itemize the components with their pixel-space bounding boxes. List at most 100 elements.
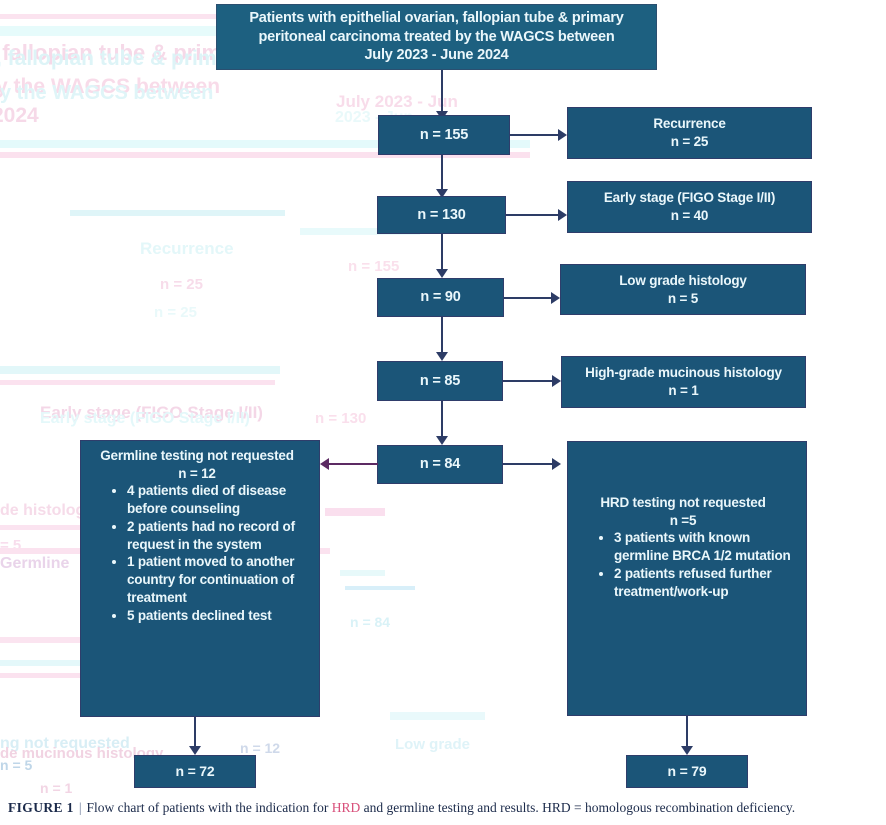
spine-value-85: n = 85 xyxy=(419,372,461,389)
ghost-artifact: Low grade xyxy=(395,736,471,753)
ghost-artifact xyxy=(345,586,415,590)
hrd-count: n =5 xyxy=(669,512,697,528)
arrowhead-down xyxy=(189,746,201,755)
hrd-not-requested-box: HRD testing not requested n =5 3 patient… xyxy=(567,441,807,716)
result-box-germline-tested: n = 72 xyxy=(134,755,256,788)
exclusion-count-recurrence: n = 25 xyxy=(670,134,709,149)
spine-box-155: n = 155 xyxy=(378,115,510,155)
header-line-3: July 2023 - June 2024 xyxy=(364,47,509,64)
connector-germline-to-result xyxy=(194,717,196,749)
caption-text-1: Flow chart of patients with the indicati… xyxy=(86,800,332,815)
caption-text-2: and germline testing and results. xyxy=(360,800,543,815)
ghost-artifact: n = 130 xyxy=(315,410,367,427)
arrowhead-right xyxy=(558,209,567,221)
list-item: 1 patient moved to another country for c… xyxy=(127,553,313,606)
ghost-artifact: July 2023 - Jun xyxy=(336,92,458,111)
ghost-artifact xyxy=(0,380,275,385)
list-item: 2 patients refused further treatment/wor… xyxy=(614,565,798,601)
caption-highlight-hrd-1: HRD xyxy=(331,800,361,815)
arrowhead-down xyxy=(436,269,448,278)
result-value-germline: n = 72 xyxy=(175,763,215,780)
spine-box-84: n = 84 xyxy=(377,445,503,484)
connector-130-to-90 xyxy=(441,234,443,272)
germline-count: n = 12 xyxy=(178,465,216,481)
arrowhead-right xyxy=(551,292,560,304)
ghost-artifact: Early stage (FIGO Stage I/II) xyxy=(40,410,250,427)
ghost-artifact xyxy=(70,210,285,216)
caption-text-3: = homologous recombination deficiency. xyxy=(570,800,796,815)
exclusion-title-recurrence: Recurrence xyxy=(653,116,726,132)
connector-155-to-recurrence xyxy=(510,134,562,136)
exclusion-title-mucinous: High-grade mucinous histology xyxy=(585,365,782,381)
ghost-artifact: Recurrence xyxy=(140,239,234,258)
connector-130-to-early-stage xyxy=(506,214,562,216)
ghost-artifact: n = 155 xyxy=(348,258,400,275)
list-item: 5 patients declined test xyxy=(127,607,313,625)
spine-value-84: n = 84 xyxy=(419,456,461,473)
list-item: 4 patients died of disease before counse… xyxy=(127,482,313,518)
germline-title: Germline testing not requested xyxy=(100,448,294,463)
header-line-2: peritoneal carcinoma treated by the WAGC… xyxy=(258,28,615,45)
connector-85-to-mucinous xyxy=(503,380,555,382)
ghost-artifact: = 5 xyxy=(0,537,22,554)
ghost-artifact: ng not requested xyxy=(0,735,130,752)
header-box: Patients with epithelial ovarian, fallop… xyxy=(216,4,657,70)
spine-value-130: n = 130 xyxy=(417,206,466,223)
arrowhead-down xyxy=(436,352,448,361)
connector-84-to-germline xyxy=(328,463,378,465)
ghost-artifact xyxy=(390,712,485,720)
caption-highlight-hrd-2: HRD xyxy=(542,800,571,815)
ghost-artifact: n = 12 xyxy=(240,740,281,756)
connector-155-to-130 xyxy=(441,155,443,193)
exclusion-box-mucinous: High-grade mucinous histology n = 1 xyxy=(561,356,806,408)
exclusion-box-recurrence: Recurrence n = 25 xyxy=(567,107,812,159)
ghost-artifact: Early stage (FIGO Stage I/II) xyxy=(40,403,263,422)
spine-box-90: n = 90 xyxy=(377,278,504,317)
hrd-reason-list: 3 patients with known germline BRCA 1/2 … xyxy=(568,529,798,600)
ghost-artifact xyxy=(325,508,385,516)
ghost-artifact: n = 25 xyxy=(154,304,197,321)
spine-box-130: n = 130 xyxy=(377,196,506,234)
ghost-artifact xyxy=(340,570,385,576)
arrowhead-down xyxy=(436,189,448,198)
ghost-artifact: , fallopian tube & primary xyxy=(0,47,249,70)
list-item: 3 patients with known germline BRCA 1/2 … xyxy=(614,529,798,565)
spine-value-90: n = 90 xyxy=(420,289,461,306)
ghost-artifact: 2024 xyxy=(0,104,39,127)
spine-box-85: n = 85 xyxy=(377,361,503,401)
ghost-artifact xyxy=(0,366,280,374)
exclusion-box-low-grade: Low grade histology n = 5 xyxy=(560,264,806,315)
arrowhead-right xyxy=(552,458,561,470)
result-box-hrd-tested: n = 79 xyxy=(626,755,748,788)
arrowhead-down xyxy=(681,746,693,755)
exclusion-count-mucinous: n = 1 xyxy=(668,383,699,398)
arrowhead-down xyxy=(436,436,448,445)
caption-separator: | xyxy=(78,800,82,815)
arrowhead-left xyxy=(320,458,329,470)
ghost-artifact: n = 84 xyxy=(350,614,391,630)
germline-reason-list: 4 patients died of disease before counse… xyxy=(81,482,313,625)
exclusion-count-low-grade: n = 5 xyxy=(667,290,699,306)
ghost-artifact: n = 5 xyxy=(0,757,33,773)
connector-90-to-85 xyxy=(441,317,443,355)
result-value-hrd: n = 79 xyxy=(667,763,707,780)
exclusion-count-early-stage: n = 40 xyxy=(670,208,709,223)
ghost-artifact: n = 25 xyxy=(160,276,203,293)
list-item: 2 patients had no record of request in t… xyxy=(127,518,313,554)
arrowhead-right xyxy=(552,375,561,387)
ghost-artifact: y the WAGCS between xyxy=(0,82,214,104)
figure-label: FIGURE 1 xyxy=(8,800,74,815)
spine-value-155: n = 155 xyxy=(419,126,469,143)
connector-header-to-155 xyxy=(441,70,443,114)
header-line-1: Patients with epithelial ovarian, fallop… xyxy=(249,9,624,26)
exclusion-box-early-stage: Early stage (FIGO Stage I/II) n = 40 xyxy=(567,181,812,233)
ghost-artifact: n = 1 xyxy=(40,780,73,796)
connector-hrd-to-result xyxy=(686,716,688,749)
connector-90-to-low-grade xyxy=(504,297,554,299)
germline-not-requested-box: Germline testing not requested n = 12 4 … xyxy=(80,440,320,717)
connector-84-to-hrd xyxy=(503,463,555,465)
arrowhead-right xyxy=(558,129,567,141)
exclusion-title-low-grade: Low grade histology xyxy=(619,272,747,288)
ghost-artifact: y the WAGCS between xyxy=(0,75,221,98)
